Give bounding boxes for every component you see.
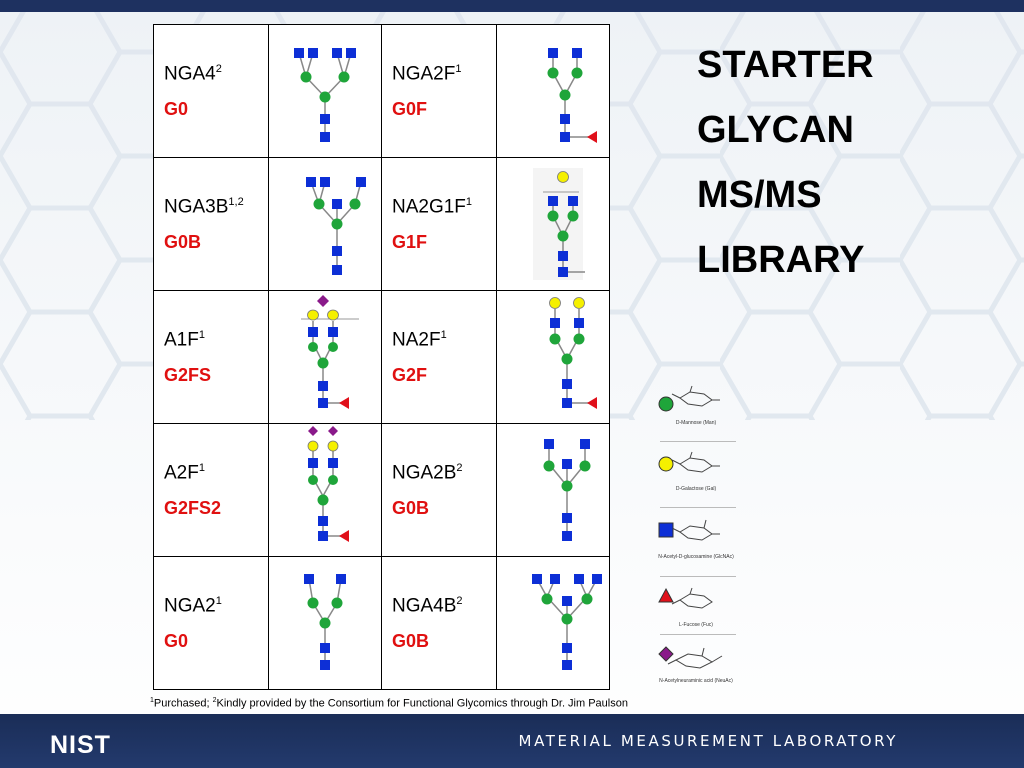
glycan-structure-cell — [268, 157, 382, 291]
glycan-structure-nga3b — [306, 177, 366, 275]
glycan-name: NA2G1F1 — [392, 196, 473, 218]
title-line: LIBRARY — [697, 239, 865, 281]
glycan-label-cell: NGA3B1,2 G0B — [153, 157, 269, 291]
glycan-structure-nga4b — [532, 574, 602, 670]
glycan-structure-cell — [496, 423, 610, 557]
footnote: 1Purchased; 2Kindly provided by the Cons… — [150, 697, 628, 710]
legend-label: L-Fucose (Fuc) — [679, 622, 713, 628]
title-line: GLYCAN — [697, 109, 854, 151]
neuac-structure-icon — [667, 647, 723, 669]
galactose-structure-icon — [671, 451, 720, 473]
glycan-structure-a1f — [301, 295, 359, 409]
glycan-structure-nga4 — [294, 48, 356, 142]
glycan-code: G0 — [164, 631, 189, 651]
legend-label: N-Acetylneuraminic acid (NeuAc) — [659, 678, 733, 684]
glycan-structure-a2f — [307, 426, 349, 542]
glycan-label-cell: NGA2B2 G0B — [381, 423, 497, 557]
glycan-code: G2FS — [164, 365, 212, 385]
glycan-structure-cell — [496, 157, 610, 291]
glycan-structure-nga2b — [543, 439, 591, 541]
glycan-code: G0B — [164, 232, 202, 252]
glycan-label-cell: NA2G1F1 G1F — [381, 157, 497, 291]
glycan-code: G2F — [392, 365, 428, 385]
glycan-structure-cell — [268, 24, 382, 158]
lab-name: MATERIAL MEASUREMENT LABORATORY — [518, 732, 898, 750]
galactose-circle-icon — [658, 456, 674, 472]
glycan-name: NGA3B1,2 — [164, 196, 244, 218]
glycan-code: G2FS2 — [164, 498, 222, 518]
glycan-label-cell: NGA4B2 G0B — [381, 556, 497, 690]
nist-logo-text: NIST — [50, 732, 111, 756]
glycan-code: G0B — [392, 498, 430, 518]
glycan-label-cell: NA2F1 G2F — [381, 290, 497, 424]
glycan-structure-cell — [268, 556, 382, 690]
legend-label: N-Acetyl-D-glucosamine (GlcNAc) — [658, 554, 734, 560]
glycan-structure-cell — [496, 556, 610, 690]
glcnac-square-icon — [658, 522, 674, 538]
glycan-code: G0 — [164, 99, 189, 119]
glycan-label-cell: A2F1 G2FS2 — [153, 423, 269, 557]
glycan-name: NGA21 — [164, 595, 222, 617]
fucose-triangle-icon — [658, 587, 674, 603]
glycan-name: NGA4B2 — [392, 595, 463, 617]
glycan-name: A1F1 — [164, 329, 205, 351]
glycan-code: G0B — [392, 631, 430, 651]
glycan-name: NGA2B2 — [392, 462, 463, 484]
fucose-structure-icon — [671, 587, 713, 609]
glycan-code: G0F — [392, 99, 428, 119]
glycan-label-cell: NGA42 G0 — [153, 24, 269, 158]
glycan-structure-cell — [268, 423, 382, 557]
header-bar — [0, 0, 1024, 12]
glycan-table: NGA42 G0 NGA2F1 G0F — [153, 24, 610, 690]
glycan-structure-na2f — [549, 297, 597, 409]
glycan-structure-na2g1f — [533, 168, 585, 280]
title-line: STARTER — [697, 44, 874, 86]
glycan-structure-cell — [496, 290, 610, 424]
glycan-label-cell: NGA21 G0 — [153, 556, 269, 690]
legend-label: D-Mannose (Man) — [675, 420, 717, 426]
legend-label: D-Galactose (Gal) — [675, 486, 717, 492]
glycan-structure-cell — [496, 24, 610, 158]
glycan-code: G1F — [392, 232, 428, 252]
footer-bar: NIST MATERIAL MEASUREMENT LABORATORY — [0, 714, 1024, 768]
glycan-structure-nga2f — [547, 48, 597, 143]
glycan-label-cell: A1F1 G2FS — [153, 290, 269, 424]
glycan-name: A2F1 — [164, 462, 205, 484]
mannose-circle-icon — [658, 396, 674, 412]
glycan-name: NGA2F1 — [392, 63, 462, 85]
glycan-name: NGA42 — [164, 63, 222, 85]
monosaccharide-legend: D-Mannose (Man) D-Galactose (Gal) N-Acet… — [656, 380, 776, 692]
mannose-structure-icon — [671, 385, 720, 407]
slide-title: STARTER GLYCAN MS/MS LIBRARY — [697, 40, 874, 300]
glycan-structure-cell — [268, 290, 382, 424]
glycan-name: NA2F1 — [392, 329, 447, 351]
neuac-diamond-icon — [658, 646, 674, 662]
glycan-label-cell: NGA2F1 G0F — [381, 24, 497, 158]
title-line: MS/MS — [697, 174, 822, 216]
glycan-structure-nga2 — [304, 574, 346, 670]
nist-logo: NIST — [50, 732, 111, 756]
